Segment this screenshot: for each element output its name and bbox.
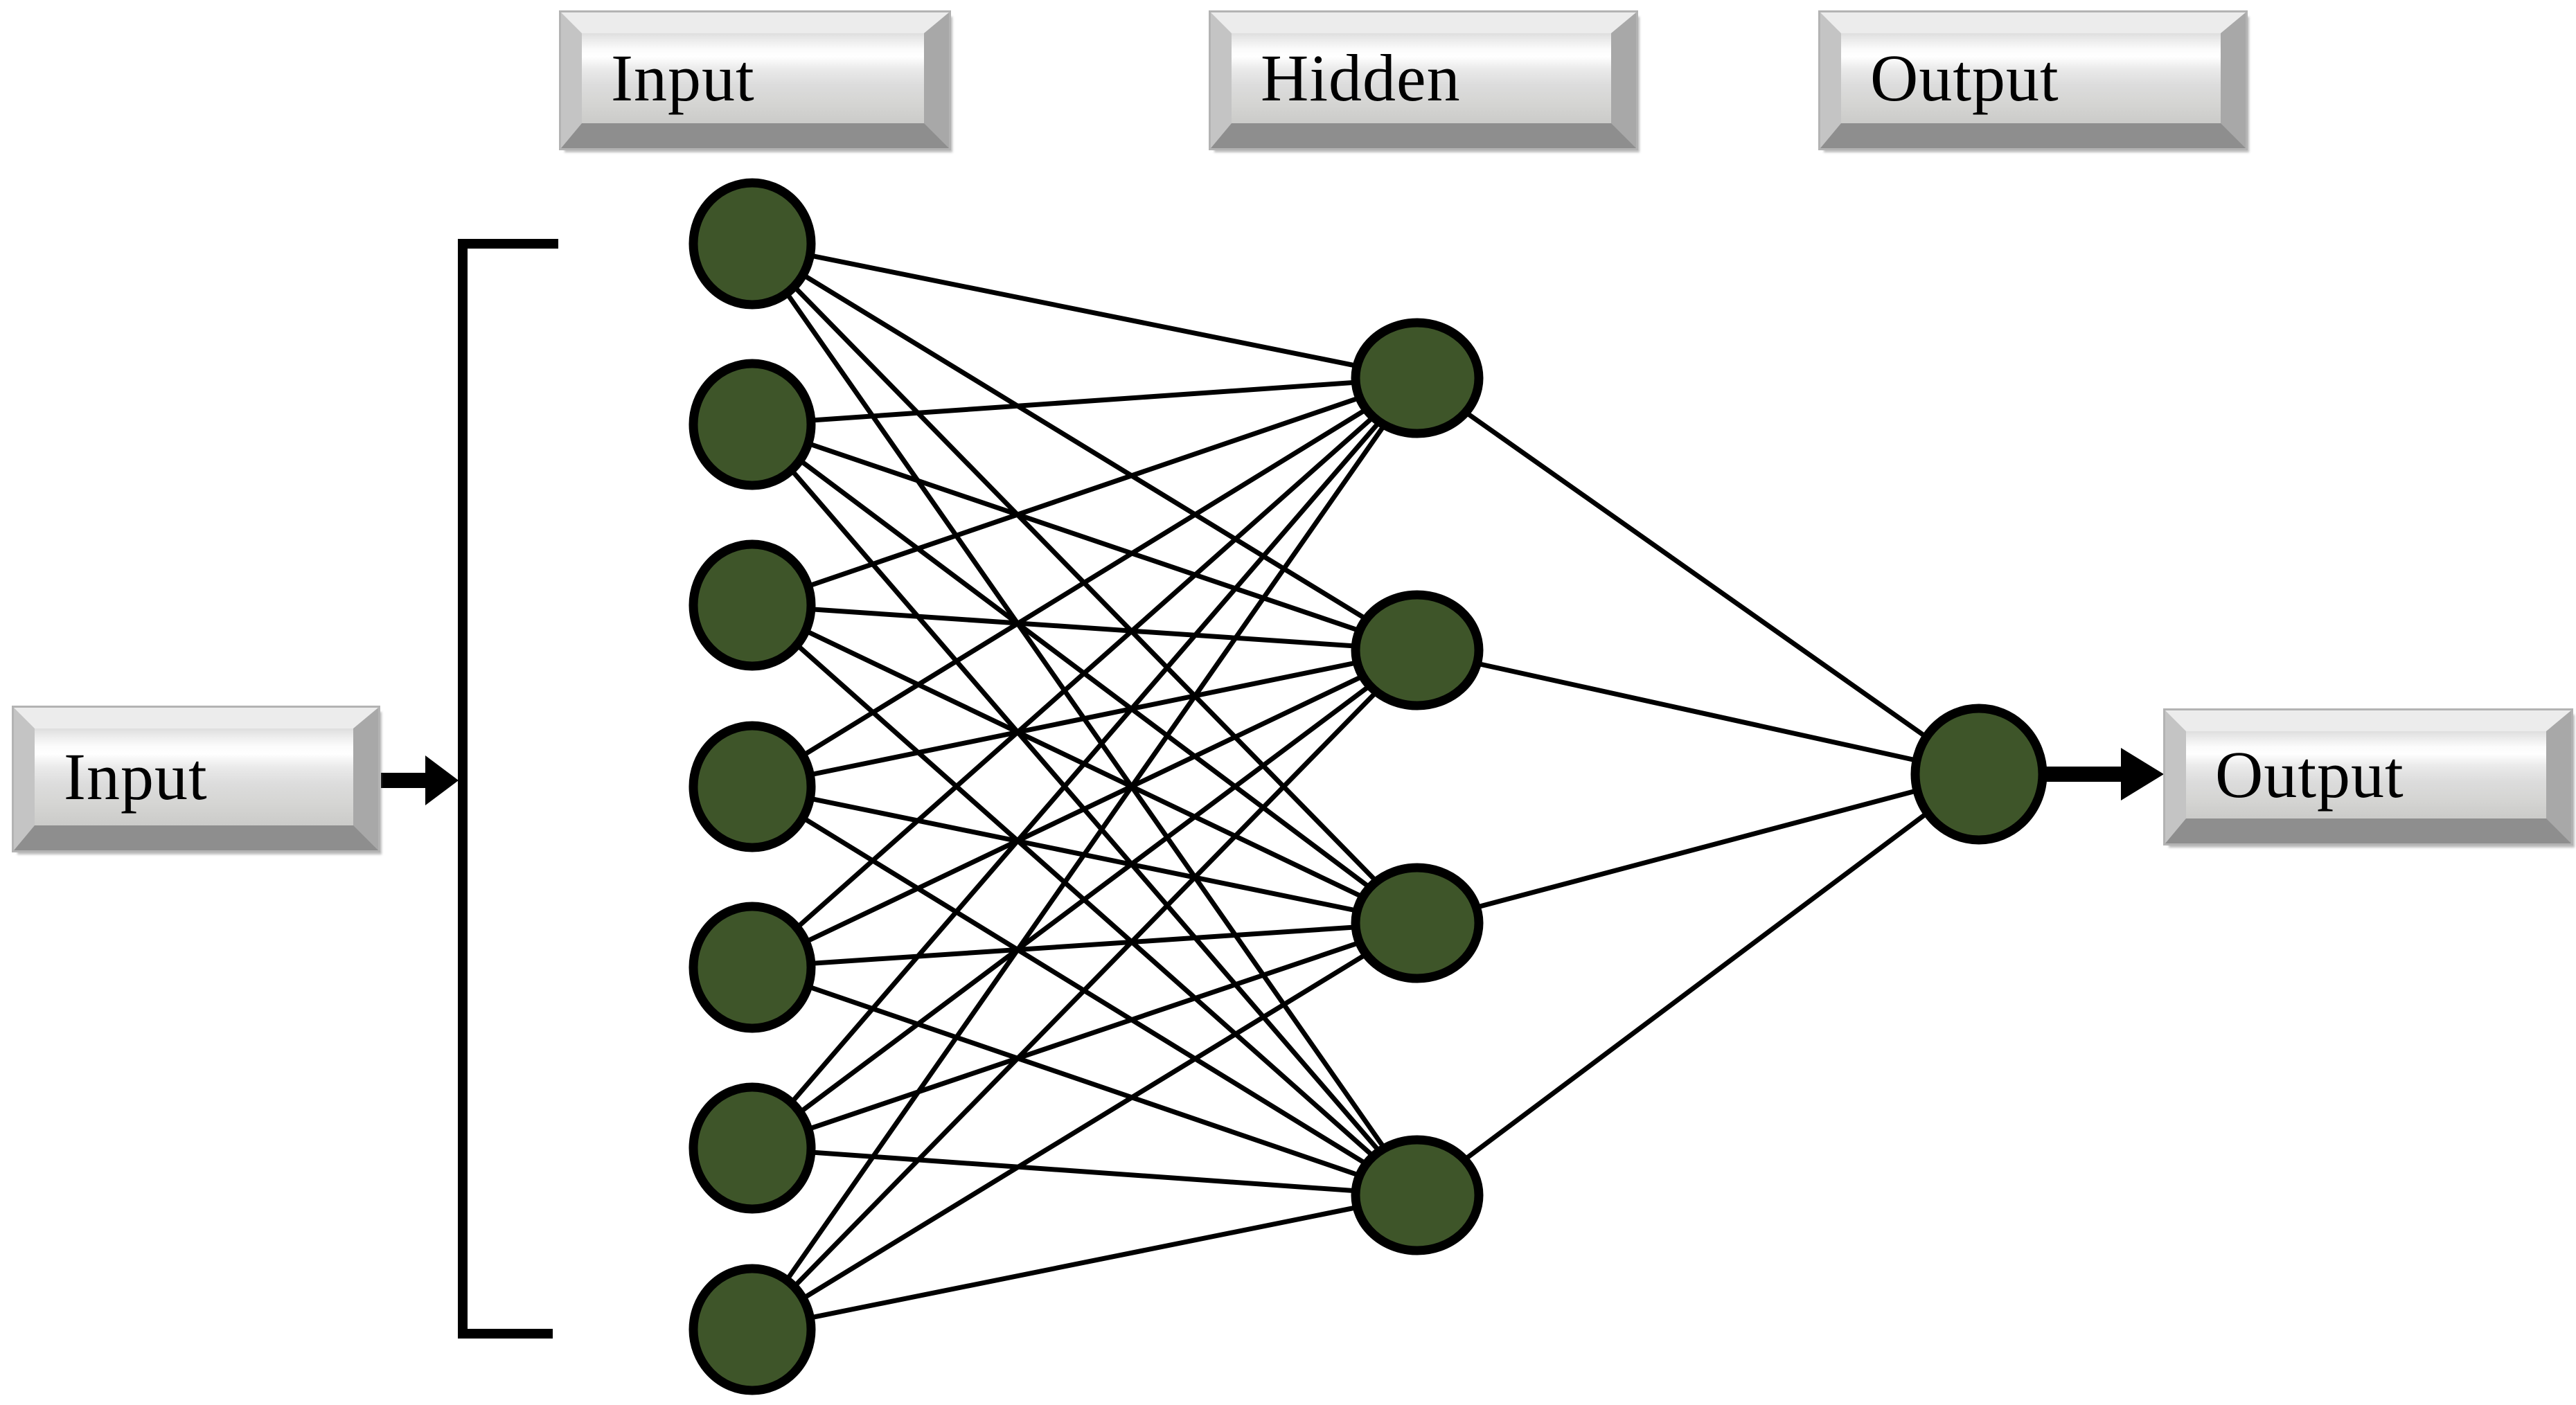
- edge-input-to-hidden: [752, 1145, 1418, 1198]
- input-node-6: [689, 1082, 816, 1214]
- edge-input-to-hidden: [752, 241, 1418, 381]
- edge-input-to-hidden: [751, 921, 1419, 1332]
- input-node-2: [689, 359, 816, 490]
- edge-input-to-hidden: [751, 965, 1419, 1198]
- output-layer-button-label: Output: [1870, 41, 2059, 115]
- hidden-node-3: [1351, 863, 1484, 983]
- edge-input-to-hidden: [752, 602, 1418, 653]
- edge-input-to-hidden: [751, 920, 1419, 1151]
- edge-input-to-hidden: [752, 647, 1418, 789]
- hidden-node-4: [1351, 1135, 1484, 1255]
- edge-input-to-hidden: [751, 647, 1419, 970]
- edge-input-to-hidden: [752, 1192, 1418, 1332]
- output-layer-button: Output: [1820, 12, 2246, 148]
- edge-input-to-hidden: [752, 375, 1418, 427]
- input-node-7: [689, 1264, 816, 1395]
- output-node-1: [1910, 704, 2048, 845]
- edge-input-to-hidden: [751, 376, 1419, 789]
- edge-input-to-hidden: [751, 422, 1419, 653]
- input-group-bracket: [458, 239, 558, 1339]
- edge-hidden-to-output: [1415, 376, 1981, 776]
- input-node-5: [689, 902, 816, 1033]
- output-sink-button: Output: [2165, 710, 2571, 843]
- edge-input-to-hidden: [752, 920, 1418, 970]
- edge-input-to-hidden: [750, 648, 1419, 1150]
- edge-input-to-hidden: [750, 376, 1419, 1332]
- hidden-node-2: [1351, 590, 1484, 710]
- output-sink-button-label: Output: [2215, 737, 2404, 812]
- edge-hidden-to-output: [1416, 771, 1980, 926]
- input-layer-button-label: Input: [611, 41, 755, 115]
- edge-hidden-to-output: [1416, 647, 1980, 777]
- hidden-layer-button: Hidden: [1211, 12, 1636, 148]
- input-layer-button: Input: [561, 12, 949, 148]
- hidden-layer-button-label: Hidden: [1261, 41, 1461, 115]
- output-arrow-head-icon: [2121, 748, 2164, 800]
- input-source-button: Input: [14, 708, 378, 850]
- edge-input-to-hidden: [750, 376, 1419, 1150]
- edge-input-to-hidden: [750, 648, 1419, 1332]
- input-arrow-head-icon: [425, 755, 459, 805]
- input-source-button-label: Input: [64, 740, 208, 814]
- edge-input-to-hidden: [750, 376, 1419, 969]
- input-node-4: [689, 721, 816, 852]
- edge-input-to-hidden: [751, 242, 1419, 652]
- edge-hidden-to-output: [1415, 772, 1981, 1197]
- hidden-node-1: [1351, 318, 1484, 438]
- input-node-1: [689, 178, 816, 310]
- input-node-3: [689, 539, 816, 671]
- edge-input-to-hidden: [751, 375, 1419, 608]
